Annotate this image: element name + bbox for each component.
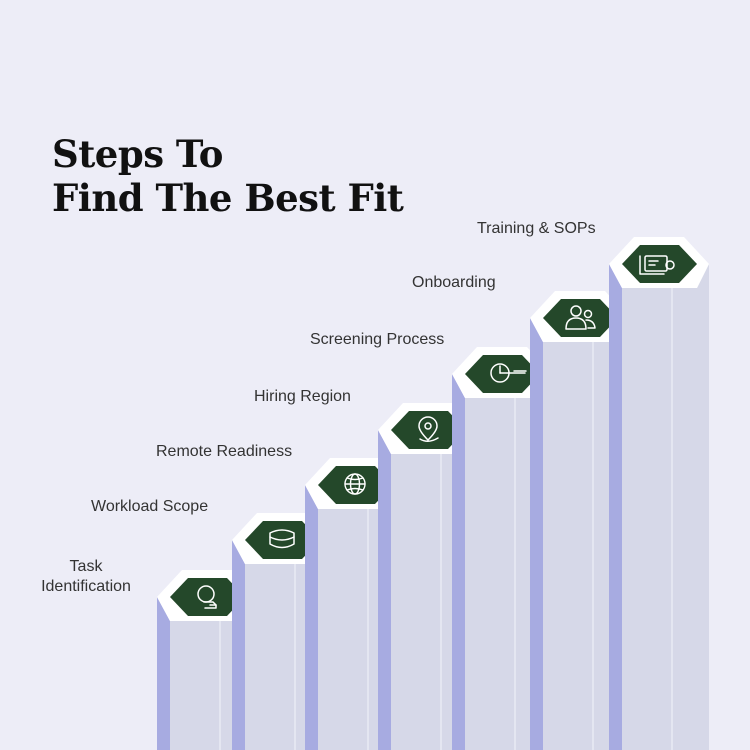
step-6-column-front [543,318,630,750]
step-label-screening-process: Screening Process [310,331,445,348]
step-3-column-side [305,485,318,750]
step-5-column-side [452,374,465,750]
step-5-hexagon [465,355,540,393]
step-label-onboarding: Onboarding [412,274,496,291]
step-1-column-side [157,597,170,750]
step-label-remote-readiness: Remote Readiness [156,443,293,460]
step-7-column-front [622,264,709,750]
step-label-workload-scope: Workload Scope [91,498,209,515]
lightbulb-icon [197,585,217,609]
step-7-column-side [609,264,622,750]
step-6 [530,291,630,750]
step-4-hexagon [391,411,466,449]
page-title: Steps To Find The Best Fit [52,132,404,220]
timer-icon [490,363,527,383]
people-icon [565,305,596,330]
step-2-column-side [232,540,245,750]
step-label-hiring-region: Hiring Region [254,388,351,405]
title-line-1: Steps To [52,132,223,176]
briefcase-icon [269,529,295,549]
certificate-icon [639,255,675,275]
step-6-column-side [530,318,543,750]
step-1-hexagon [170,578,245,616]
step-4-column-side [378,430,391,750]
step-label-training-sops: Training & SOPs [477,220,596,237]
step-3-hexagon [318,466,393,504]
location-pin-icon [418,416,439,442]
title-line-2: Find The Best Fit [52,176,404,220]
globe-icon [344,473,366,495]
step-7 [609,237,709,750]
step-label-task-identification: Task Identification [41,558,131,595]
